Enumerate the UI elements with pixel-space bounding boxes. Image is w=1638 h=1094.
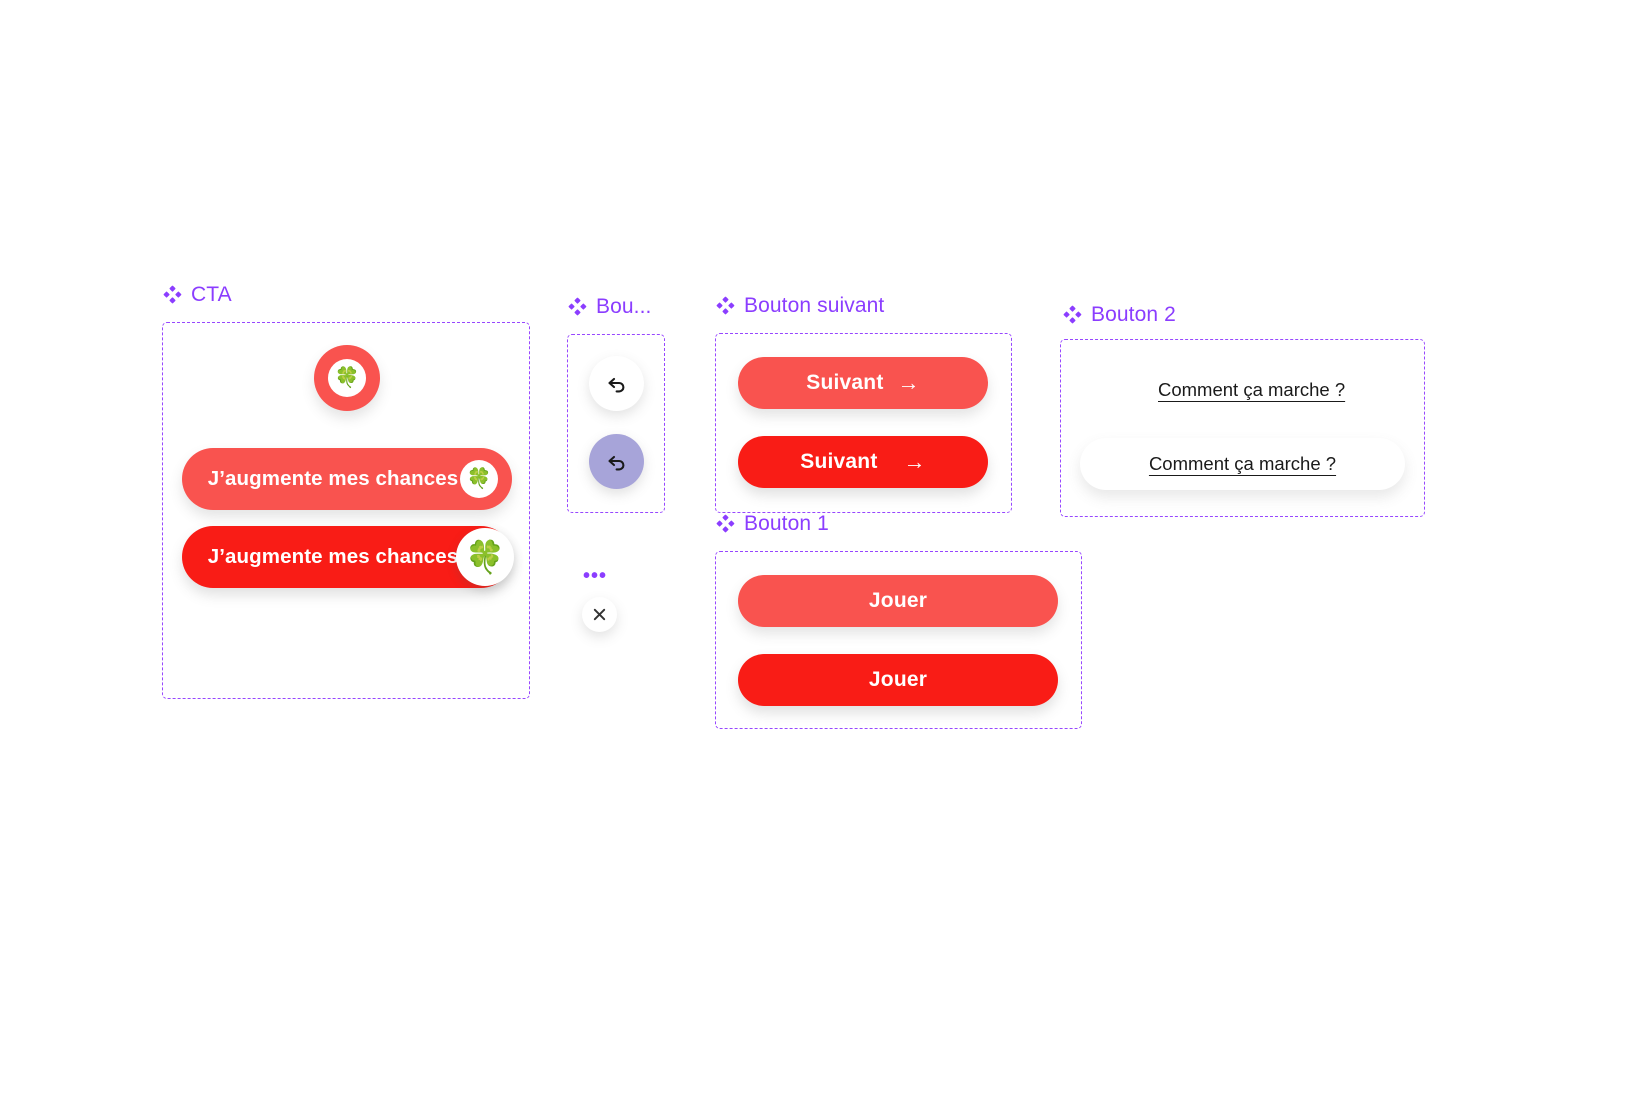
- section-label-bouton-retour[interactable]: Bou...: [568, 296, 651, 317]
- comment-ca-marche-pill-label: Comment ça marche ?: [1148, 453, 1337, 474]
- four-leaf-clover-icon: 🍀: [456, 528, 514, 586]
- arrow-right-icon: →: [897, 370, 920, 395]
- back-button-purple[interactable]: [589, 434, 644, 489]
- cta-round-clover-button[interactable]: 🍀: [314, 345, 380, 411]
- frame-bouton-2: [1060, 339, 1425, 517]
- suivant-button-label: Suivant: [800, 450, 878, 473]
- cta-button-label: J’augmente mes chances: [207, 545, 459, 568]
- back-button-white[interactable]: [589, 356, 644, 411]
- figma-component-icon: [1063, 305, 1082, 324]
- section-label-bouton-2[interactable]: Bouton 2: [1063, 304, 1176, 325]
- figma-component-icon: [716, 296, 735, 315]
- undo-arrow-icon: [607, 377, 624, 392]
- cta-button-light[interactable]: J’augmente mes chances 🍀: [182, 448, 512, 510]
- section-label-text: Bou...: [596, 295, 652, 318]
- section-label-bouton-1[interactable]: Bouton 1: [716, 513, 829, 534]
- four-leaf-clover-icon: 🍀: [460, 460, 498, 498]
- figma-component-icon: [568, 297, 587, 316]
- jouer-button-label: Jouer: [868, 668, 928, 691]
- suivant-button-content: Suivant →: [800, 450, 925, 474]
- section-label-text: Bouton 1: [744, 512, 829, 535]
- frame-bouton-1: [715, 551, 1082, 729]
- arrow-right-icon: →: [903, 449, 926, 474]
- section-label-text: Bouton 2: [1091, 303, 1176, 326]
- comment-ca-marche-pill-button[interactable]: Comment ça marche ?: [1080, 438, 1405, 490]
- suivant-button-label: Suivant: [806, 371, 884, 394]
- suivant-button-solid[interactable]: Suivant →: [738, 436, 988, 488]
- close-button[interactable]: [582, 597, 617, 632]
- section-label-cta[interactable]: CTA: [163, 284, 232, 305]
- jouer-button-label: Jouer: [868, 589, 928, 612]
- section-label-text: Bouton suivant: [744, 294, 885, 317]
- figma-component-icon: [716, 514, 735, 533]
- cta-button-label: J’augmente mes chances: [207, 467, 459, 490]
- frame-cta: [162, 322, 530, 699]
- cta-button-solid[interactable]: J’augmente mes chances 🍀: [182, 526, 514, 588]
- jouer-button-solid[interactable]: Jouer: [738, 654, 1058, 706]
- frame-bouton-suivant: [715, 333, 1012, 513]
- four-leaf-clover-icon: 🍀: [328, 359, 366, 397]
- collapsed-ellipsis-marker[interactable]: •••: [583, 565, 608, 587]
- close-x-icon: [593, 608, 606, 621]
- suivant-button-light[interactable]: Suivant →: [738, 357, 988, 409]
- suivant-button-content: Suivant →: [806, 371, 919, 395]
- section-label-text: CTA: [191, 283, 232, 306]
- comment-ca-marche-link[interactable]: Comment ça marche ?: [1158, 379, 1346, 400]
- undo-arrow-icon: [607, 455, 624, 470]
- section-label-bouton-suivant[interactable]: Bouton suivant: [716, 295, 884, 316]
- jouer-button-light[interactable]: Jouer: [738, 575, 1058, 627]
- figma-component-icon: [163, 285, 182, 304]
- frame-bouton-retour: [567, 334, 665, 513]
